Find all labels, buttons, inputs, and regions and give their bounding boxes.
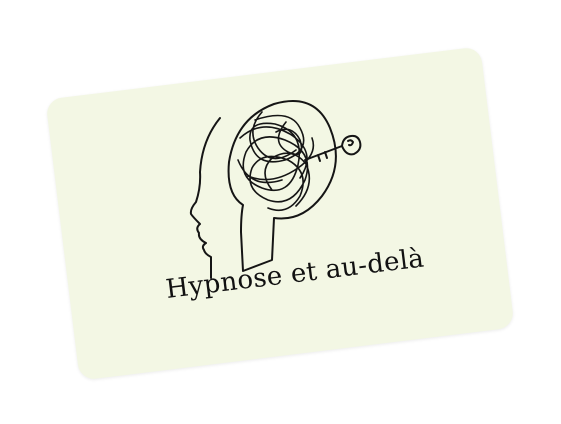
key-bow — [341, 134, 362, 156]
tangle-scribble — [237, 111, 315, 212]
head-profile-outline — [189, 100, 337, 279]
key-shaft — [304, 145, 343, 162]
